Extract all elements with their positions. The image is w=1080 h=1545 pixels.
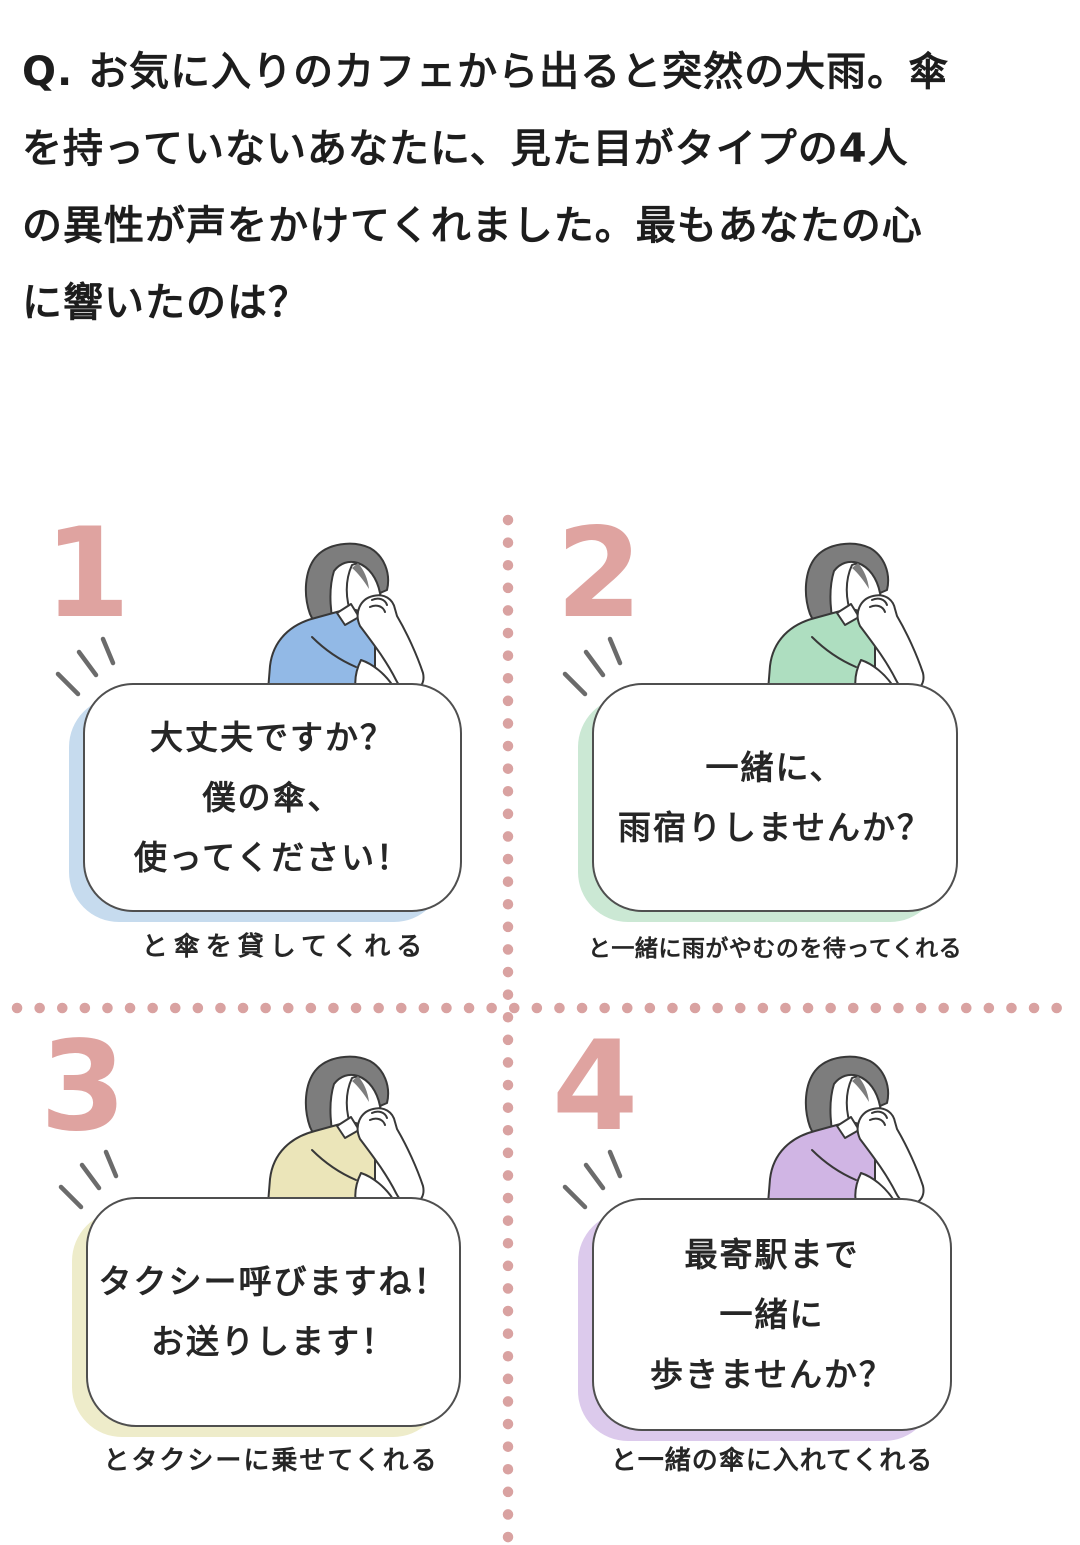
emphasis-marks-icon <box>55 636 116 697</box>
option-caption: と一緒の傘に入れてくれる <box>610 1446 934 1476</box>
option-number: 1 <box>44 502 131 646</box>
speech-bubble-line: お送りします！ <box>151 1322 396 1361</box>
speech-bubble-line: 僕の傘、 <box>202 777 343 817</box>
emphasis-marks-icon <box>58 1149 119 1210</box>
person-illustration <box>766 542 925 703</box>
option-number: 2 <box>556 502 643 646</box>
hair-shape <box>804 542 889 636</box>
arm-on-chin <box>356 594 425 693</box>
speech-bubble-line: 一緒に、 <box>705 747 845 787</box>
question-line: Q. お気に入りのカフェから出ると突然の大雨。傘 <box>22 49 950 95</box>
finger-lines <box>369 597 388 613</box>
hair-shape <box>304 542 389 636</box>
speech-bubble-line: 大丈夫ですか？ <box>150 717 395 757</box>
option-number: 3 <box>40 1015 127 1159</box>
question-line: を持っていないあなたに、見た目がタイプの4人 <box>22 126 909 172</box>
speech-bubble-line: 歩きませんか？ <box>649 1354 894 1394</box>
finger-lines <box>869 597 888 613</box>
shirt-seam <box>311 1149 357 1181</box>
person-illustration <box>266 1055 425 1216</box>
question-line: の異性が声をかけてくれました。最もあなたの心 <box>22 203 923 249</box>
shirt-seam <box>311 636 357 668</box>
hair-strand <box>852 1076 869 1102</box>
option-caption: とタクシーに乗せてくれる <box>103 1446 439 1476</box>
speech-bubble: タクシー呼びますね！ お送りします！ <box>86 1197 461 1427</box>
person-illustration <box>766 1055 925 1216</box>
emphasis-marks-icon <box>562 1149 623 1210</box>
speech-bubble-line: 一緒に <box>719 1294 825 1334</box>
speech-bubble-line: 雨宿りしませんか？ <box>617 807 932 847</box>
speech-bubble-line: 最寄駅まで <box>684 1234 860 1274</box>
speech-bubble: 最寄駅まで 一緒に 歩きませんか？ <box>592 1198 952 1431</box>
arm-on-chin <box>856 1107 925 1206</box>
emphasis-marks-icon <box>562 636 623 697</box>
hair-shape <box>804 1055 889 1149</box>
shirt-seam <box>811 636 857 668</box>
option-caption: と一緒に雨がやむのを待ってくれる <box>587 936 963 962</box>
hair-shape <box>304 1055 389 1149</box>
arm-on-chin <box>856 594 925 693</box>
speech-bubble-line: 使ってください！ <box>133 837 412 877</box>
finger-lines <box>869 1110 888 1126</box>
option-number: 4 <box>552 1015 639 1159</box>
speech-bubble-line: タクシー呼びますね！ <box>98 1262 449 1301</box>
person-illustration <box>266 542 425 703</box>
option-caption: と傘を貸してくれる <box>141 932 429 962</box>
hair-strand <box>352 1076 369 1102</box>
speech-bubble: 一緒に、 雨宿りしませんか？ <box>592 683 958 912</box>
finger-lines <box>369 1110 388 1126</box>
speech-bubble: 大丈夫ですか？ 僕の傘、 使ってください！ <box>83 683 462 912</box>
shirt-seam <box>811 1149 857 1181</box>
hair-strand <box>352 563 369 589</box>
question-text: Q. お気に入りのカフェから出ると突然の大雨。傘 を持っていないあなたに、見た目… <box>22 34 1042 342</box>
question-line: に響いたのは？ <box>22 280 309 326</box>
hair-strand <box>852 563 869 589</box>
arm-on-chin <box>356 1107 425 1206</box>
